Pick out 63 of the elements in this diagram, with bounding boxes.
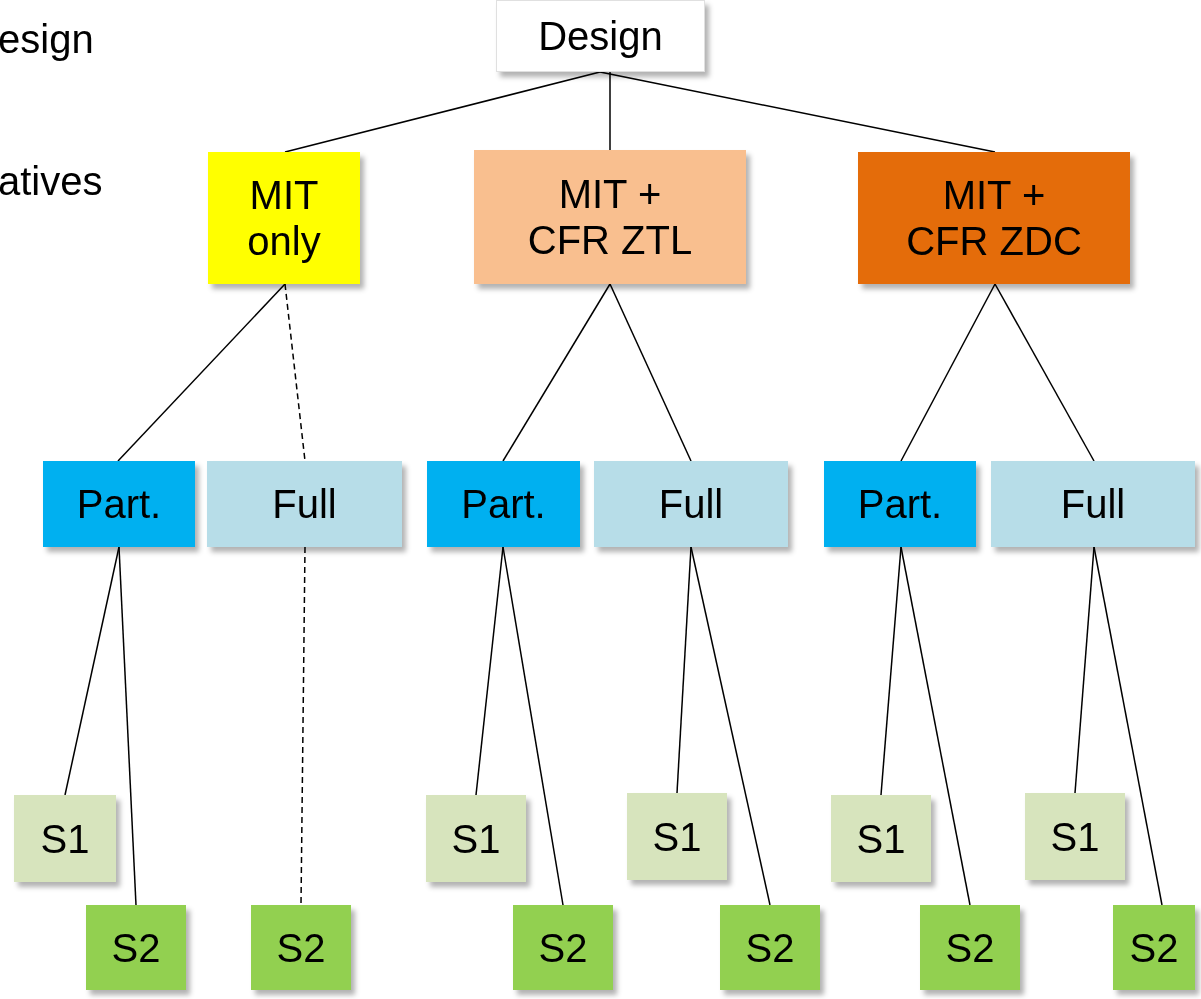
root-box xyxy=(496,0,705,72)
node-label: Full xyxy=(657,481,725,527)
node-label: S2 xyxy=(1128,924,1180,971)
connector-line xyxy=(117,283,286,462)
option-box xyxy=(991,461,1195,547)
node-label: MIT + CFR ZTL xyxy=(526,171,694,263)
node-label: MIT + CFR ZDC xyxy=(905,172,1083,264)
connector-line xyxy=(900,546,971,906)
connector-line xyxy=(599,71,996,153)
scenario-box xyxy=(627,793,727,880)
scenario-box xyxy=(831,795,931,882)
option-box xyxy=(207,461,402,547)
connector-line xyxy=(900,283,996,462)
connector-line xyxy=(880,546,902,796)
branch-box xyxy=(208,152,360,284)
node-label: S2 xyxy=(944,924,996,971)
scenario-box xyxy=(14,795,116,882)
branch-box xyxy=(858,152,1130,284)
side-label: atives xyxy=(0,158,103,204)
scenario-box xyxy=(1025,793,1125,880)
connector-line xyxy=(502,546,564,906)
connector-line xyxy=(475,546,504,796)
node-label: S2 xyxy=(110,924,162,971)
connector-line xyxy=(1074,546,1095,794)
option-box xyxy=(43,461,195,547)
node-label: S2 xyxy=(537,924,589,971)
option-box xyxy=(594,461,788,547)
node-label: Part. xyxy=(856,481,944,527)
connector-line xyxy=(676,546,692,794)
node-label: S1 xyxy=(39,815,91,862)
connector-line xyxy=(609,283,692,462)
connector-line xyxy=(609,71,611,151)
scenario-box xyxy=(251,905,351,990)
node-label: Part. xyxy=(460,481,547,527)
node-label: S1 xyxy=(651,813,703,860)
node-label: S1 xyxy=(1049,813,1101,860)
connector-line xyxy=(284,283,306,462)
node-label: S2 xyxy=(275,924,327,971)
connector-line xyxy=(690,546,771,906)
node-label: Part. xyxy=(75,481,163,527)
scenario-box xyxy=(1113,905,1195,990)
scenario-box xyxy=(86,905,186,990)
scenario-box xyxy=(920,905,1020,990)
connector-line xyxy=(300,546,306,906)
node-label: S1 xyxy=(450,815,502,862)
node-label: Full xyxy=(271,481,338,527)
scenario-box xyxy=(513,905,613,990)
node-label: S1 xyxy=(855,815,907,862)
side-label: esign xyxy=(0,16,94,62)
connector-line xyxy=(502,283,611,462)
connector-line xyxy=(994,283,1095,462)
option-box xyxy=(427,461,580,547)
node-label: S2 xyxy=(744,924,796,971)
connector-line xyxy=(284,71,601,153)
connector-line xyxy=(1093,546,1163,906)
node-label: MIT only xyxy=(246,172,322,264)
node-label: Design xyxy=(537,13,664,59)
branch-box xyxy=(474,150,746,284)
node-label: Full xyxy=(1059,481,1127,527)
scenario-box xyxy=(720,905,820,990)
option-box xyxy=(824,461,976,547)
scenario-box xyxy=(426,795,526,882)
connector-line xyxy=(118,546,137,906)
